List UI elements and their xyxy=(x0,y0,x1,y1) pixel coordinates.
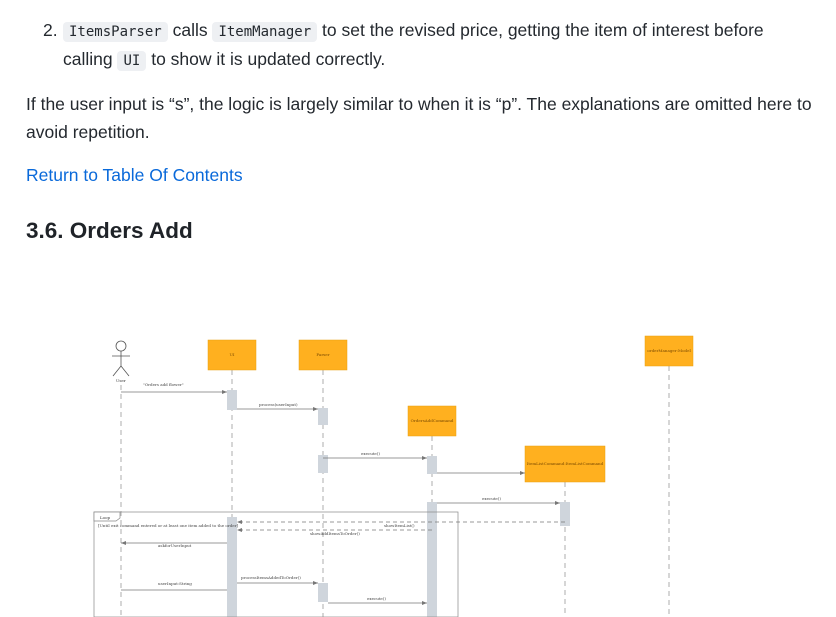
participant-itemlist-command xyxy=(524,445,606,483)
activation-ui-1 xyxy=(227,390,237,410)
actor-user-icon xyxy=(112,340,130,377)
list-item-2: 2. ItemsParser calls ItemManager to set … xyxy=(43,17,803,75)
participant-ui xyxy=(207,339,257,371)
section-heading: 3.6. Orders Add xyxy=(26,218,193,243)
msg-execute-3: execute() xyxy=(367,596,386,601)
participant-parser-label: Parser xyxy=(316,352,329,357)
participant-order-manager xyxy=(644,335,694,367)
participant-order-manager-label: orderManager:Model xyxy=(647,348,691,353)
list-text-2: to set the revised price, getting the it… xyxy=(63,20,764,69)
msg-show-item-list: showItemList() xyxy=(384,523,415,528)
activation-orders-1 xyxy=(427,456,437,474)
code-items-parser: ItemsParser xyxy=(63,22,168,42)
code-item-manager: ItemManager xyxy=(212,22,318,42)
participant-orders-add-command xyxy=(407,405,457,437)
msg-orders-add: "Orders add flower" xyxy=(143,382,184,387)
toc-link[interactable]: Return to Table Of Contents xyxy=(26,165,243,185)
msg-execute-1: execute() xyxy=(361,451,380,456)
participant-orders-add-command-label: OrdersAddCommand xyxy=(411,418,454,423)
participant-itemlist-command-label: ItemListCommand:ItemListCommand xyxy=(527,461,604,466)
activation-itemlist-1 xyxy=(560,502,570,526)
activation-orders-2 xyxy=(427,502,437,617)
msg-show-add-items: showAddItemsToOrder() xyxy=(310,531,360,536)
msg-ask-input: askforUserInput xyxy=(158,543,192,548)
msg-process-items: processItemsAddedToOrder() xyxy=(241,575,301,580)
participant-ui-label: UI xyxy=(230,352,235,357)
loop-label: Loop xyxy=(100,515,110,520)
list-number: 2. xyxy=(43,20,58,40)
activation-parser-1 xyxy=(318,408,328,425)
msg-process: process(userInput) xyxy=(259,402,298,407)
loop-guard: [Until exit command entered or at least … xyxy=(98,523,239,528)
activation-ui-2 xyxy=(227,517,237,617)
msg-execute-2: execute() xyxy=(482,496,501,501)
list-text-3: to show it is updated correctly. xyxy=(146,49,386,69)
actor-user-label: User xyxy=(116,378,126,383)
list-text-1: calls xyxy=(167,20,213,40)
code-ui: UI xyxy=(117,51,147,71)
msg-user-input: userInput:String xyxy=(158,581,192,586)
paragraph: If the user input is “s”, the logic is l… xyxy=(26,94,812,142)
participant-parser xyxy=(298,339,348,371)
loop-frame: Loop [Until exit command entered or at l… xyxy=(93,511,459,617)
activation-parser-3 xyxy=(318,583,328,602)
activation-parser-2 xyxy=(318,455,328,473)
